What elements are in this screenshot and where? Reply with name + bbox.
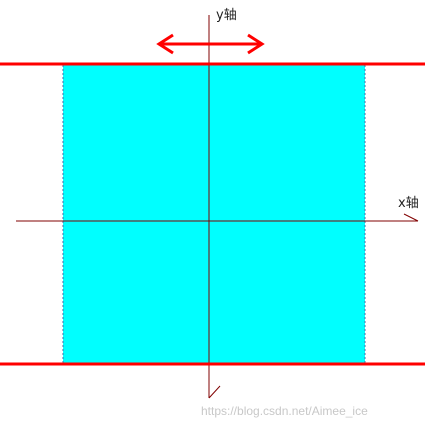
double-arrow-icon bbox=[156, 33, 265, 55]
y-axis-lower-tick bbox=[208, 385, 221, 399]
x-axis-label: x轴 bbox=[398, 196, 419, 211]
y-axis-label: y轴 bbox=[216, 8, 237, 23]
watermark-text: https://blog.csdn.net/Aimee_ice bbox=[201, 404, 368, 418]
x-axis-arrowhead bbox=[403, 213, 419, 222]
fill-region bbox=[63, 65, 365, 363]
